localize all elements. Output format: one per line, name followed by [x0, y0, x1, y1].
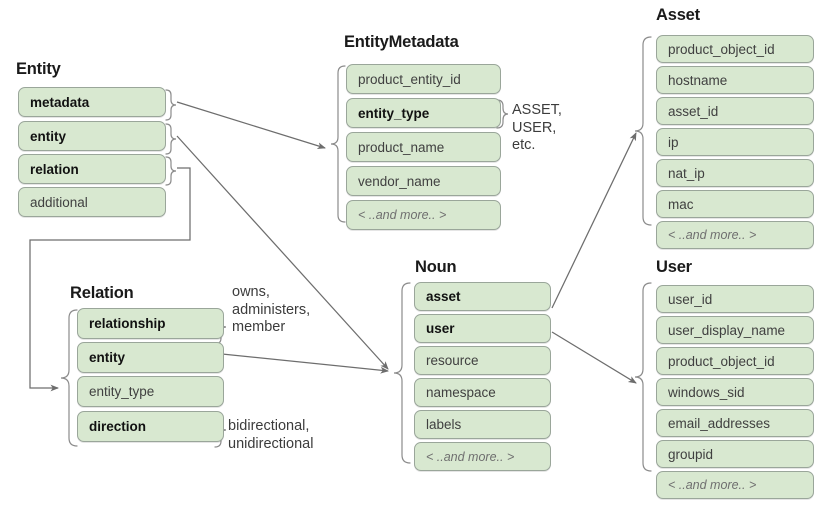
- asset-row-product-object-id[interactable]: product_object_id: [656, 35, 814, 63]
- group-relation: Relation relationship entity entity_type…: [55, 270, 285, 460]
- group-entitymetadata: EntityMetadata product_entity_id entity_…: [330, 0, 560, 240]
- user-row-groupid[interactable]: groupid: [656, 440, 814, 468]
- group-title-relation: Relation: [70, 284, 134, 302]
- group-title-entity: Entity: [16, 60, 61, 78]
- user-row-user-display-name[interactable]: user_display_name: [656, 316, 814, 344]
- asset-row-nat-ip[interactable]: nat_ip: [656, 159, 814, 187]
- relation-row-entity[interactable]: entity: [77, 342, 224, 373]
- entitymetadata-row-vendor-name[interactable]: vendor_name: [346, 166, 501, 196]
- annotation-entity-type-values: ASSET, USER, etc.: [512, 102, 562, 154]
- noun-row-more[interactable]: < ..and more.. >: [414, 442, 551, 471]
- entity-row-entity[interactable]: entity: [18, 121, 166, 151]
- group-noun: Noun asset user resource namespace label…: [400, 250, 580, 471]
- asset-row-hostname[interactable]: hostname: [656, 66, 814, 94]
- user-row-windows-sid[interactable]: windows_sid: [656, 378, 814, 406]
- noun-row-user[interactable]: user: [414, 314, 551, 343]
- annotation-relationship-values: owns, administers, member: [232, 284, 311, 336]
- entity-row-metadata[interactable]: metadata: [18, 87, 166, 117]
- entity-row-additional[interactable]: additional: [18, 187, 166, 217]
- group-title-asset: Asset: [656, 6, 700, 24]
- user-row-email-addresses[interactable]: email_addresses: [656, 409, 814, 437]
- noun-row-resource[interactable]: resource: [414, 346, 551, 375]
- noun-row-asset[interactable]: asset: [414, 282, 551, 311]
- group-title-entitymetadata: EntityMetadata: [344, 33, 459, 51]
- noun-row-labels[interactable]: labels: [414, 410, 551, 439]
- group-asset: Asset product_object_id hostname asset_i…: [640, 0, 823, 250]
- noun-row-namespace[interactable]: namespace: [414, 378, 551, 407]
- group-user: User user_id user_display_name product_o…: [640, 250, 823, 500]
- group-title-user: User: [656, 258, 692, 276]
- entitymetadata-row-entity-type[interactable]: entity_type: [346, 98, 501, 128]
- entity-row-relation[interactable]: relation: [18, 154, 166, 184]
- user-row-product-object-id[interactable]: product_object_id: [656, 347, 814, 375]
- group-title-noun: Noun: [415, 258, 457, 276]
- group-entity: Entity metadata entity relation addition…: [0, 0, 200, 230]
- relation-row-entity-type[interactable]: entity_type: [77, 376, 224, 407]
- entitymetadata-row-product-name[interactable]: product_name: [346, 132, 501, 162]
- user-row-user-id[interactable]: user_id: [656, 285, 814, 313]
- asset-row-more[interactable]: < ..and more.. >: [656, 221, 814, 249]
- asset-row-asset-id[interactable]: asset_id: [656, 97, 814, 125]
- entitymetadata-row-more[interactable]: < ..and more.. >: [346, 200, 501, 230]
- asset-row-mac[interactable]: mac: [656, 190, 814, 218]
- relation-row-direction[interactable]: direction: [77, 411, 224, 442]
- entitymetadata-row-product-entity-id[interactable]: product_entity_id: [346, 64, 501, 94]
- asset-row-ip[interactable]: ip: [656, 128, 814, 156]
- user-row-more[interactable]: < ..and more.. >: [656, 471, 814, 499]
- annotation-direction-values: bidirectional, unidirectional: [228, 418, 314, 452]
- relation-row-relationship[interactable]: relationship: [77, 308, 224, 339]
